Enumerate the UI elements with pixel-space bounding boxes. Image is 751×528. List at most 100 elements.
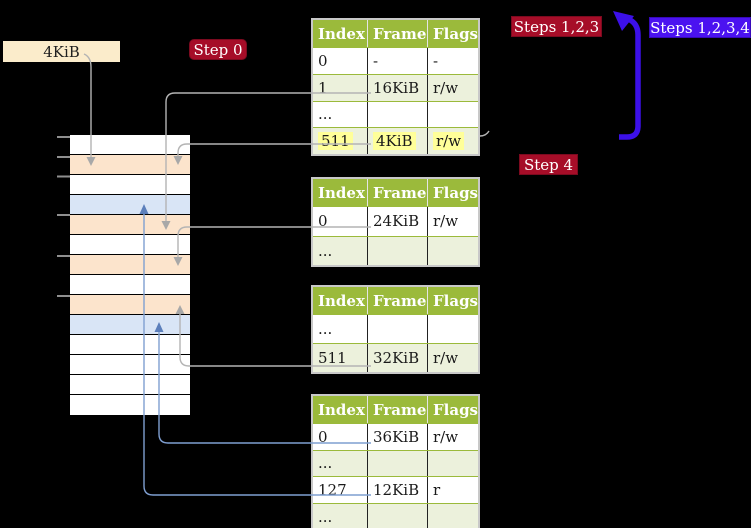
table-cell: 0 — [313, 424, 367, 450]
memory-frame-row — [70, 135, 190, 155]
cell-text: ... — [318, 241, 333, 260]
pt1-recursion-stub — [479, 130, 490, 137]
step4-badge: Step 4 — [519, 154, 578, 175]
cell-text: 12KiB — [373, 480, 420, 499]
table-row: ... — [313, 100, 478, 128]
table-cell — [367, 101, 427, 128]
physical-memory-strip — [70, 135, 190, 415]
cell-text: ... — [318, 105, 333, 124]
memory-frame-row — [70, 315, 190, 335]
table-cell: r/w — [427, 207, 478, 236]
column-header: Flags — [427, 287, 478, 314]
cell-text: r — [433, 480, 441, 499]
cell-text: 0 — [318, 212, 328, 231]
table-row: ... — [313, 314, 478, 343]
table-cell: 511 — [313, 128, 367, 154]
table-row: ... — [313, 502, 478, 528]
table-cell: ... — [313, 237, 367, 266]
cell-text: - — [373, 51, 379, 70]
column-header: Index — [318, 183, 365, 202]
cell-text: 127 — [318, 480, 347, 499]
memory-frame-row — [70, 395, 190, 415]
table-row: ... — [313, 235, 478, 266]
cell-text: 24KiB — [373, 212, 420, 231]
memory-frame-row — [70, 155, 190, 175]
cell-text: r/w — [433, 212, 459, 231]
table-cell: 32KiB — [367, 344, 427, 372]
cell-text: ... — [318, 320, 333, 338]
cell-text: 36KiB — [373, 427, 420, 446]
table-cell — [427, 450, 478, 477]
table-cell: 4KiB — [367, 128, 427, 154]
column-header: Flags — [427, 20, 478, 47]
memory-frame-row — [70, 335, 190, 355]
table-row: ... — [313, 449, 478, 477]
table-cell: r — [427, 477, 478, 503]
cell-text: 0 — [318, 51, 328, 70]
table-cell — [367, 503, 427, 528]
table-cell: ... — [313, 102, 367, 128]
cell-text: r/w — [433, 132, 465, 151]
recursion-arrow — [613, 11, 641, 140]
table-cell: 16KiB — [367, 74, 427, 101]
cell-text: 4KiB — [373, 132, 416, 151]
table-row: 1 16KiB r/w — [313, 73, 478, 101]
table-row: 127 12KiB r — [313, 476, 478, 503]
column-header: Flags — [427, 179, 478, 206]
memory-frame-row — [70, 195, 190, 215]
table-cell: r/w — [427, 344, 478, 372]
table-cell: 127 — [313, 477, 367, 503]
table-row: 511 32KiB r/w — [313, 343, 478, 372]
table-cell: 0 — [313, 48, 367, 74]
steps123-badge: Steps 1,2,3 — [511, 16, 602, 37]
cell-text: r/w — [433, 78, 459, 97]
column-header: Frame — [367, 396, 427, 423]
cell-text: - — [433, 51, 439, 70]
page-size-label: 4KiB — [3, 41, 120, 62]
table-cell: 0 — [313, 207, 367, 236]
cell-text: r/w — [433, 349, 459, 367]
table-cell — [367, 450, 427, 477]
table-cell: ... — [313, 504, 367, 528]
column-header: Index — [318, 24, 365, 43]
memory-frame-row — [70, 295, 190, 315]
memory-frame-row — [70, 375, 190, 395]
cell-text: r/w — [433, 427, 459, 446]
steps1234-badge: Steps 1,2,3,4 — [649, 17, 751, 38]
table-cell: - — [427, 48, 478, 74]
table-cell: r/w — [427, 74, 478, 101]
column-header: Flags — [427, 396, 478, 423]
cell-text: 0 — [318, 427, 328, 446]
memory-frame-row — [70, 175, 190, 195]
table-cell — [427, 236, 478, 265]
table-row: 0 36KiB r/w — [313, 423, 478, 450]
column-header: Frame — [367, 179, 427, 206]
memory-tick-marks — [57, 136, 70, 297]
cell-text: 511 — [318, 132, 353, 151]
memory-frame-row — [70, 215, 190, 235]
table-cell: ... — [313, 451, 367, 477]
cell-text: ... — [318, 454, 333, 473]
table-cell: - — [367, 48, 427, 74]
memory-frame-row — [70, 255, 190, 275]
table-cell: 511 — [313, 344, 367, 372]
memory-frame-row — [70, 275, 190, 295]
table-cell — [427, 101, 478, 128]
table-cell: r/w — [427, 128, 478, 154]
table-cell: 36KiB — [367, 424, 427, 450]
cell-text: 511 — [318, 349, 347, 367]
table-cell: 12KiB — [367, 477, 427, 503]
column-header: Frame — [367, 20, 427, 47]
cell-text: 16KiB — [373, 78, 420, 97]
table-cell — [427, 315, 478, 343]
table-cell — [367, 236, 427, 265]
table-cell: ... — [313, 315, 367, 343]
table-cell: 1 — [313, 75, 367, 101]
